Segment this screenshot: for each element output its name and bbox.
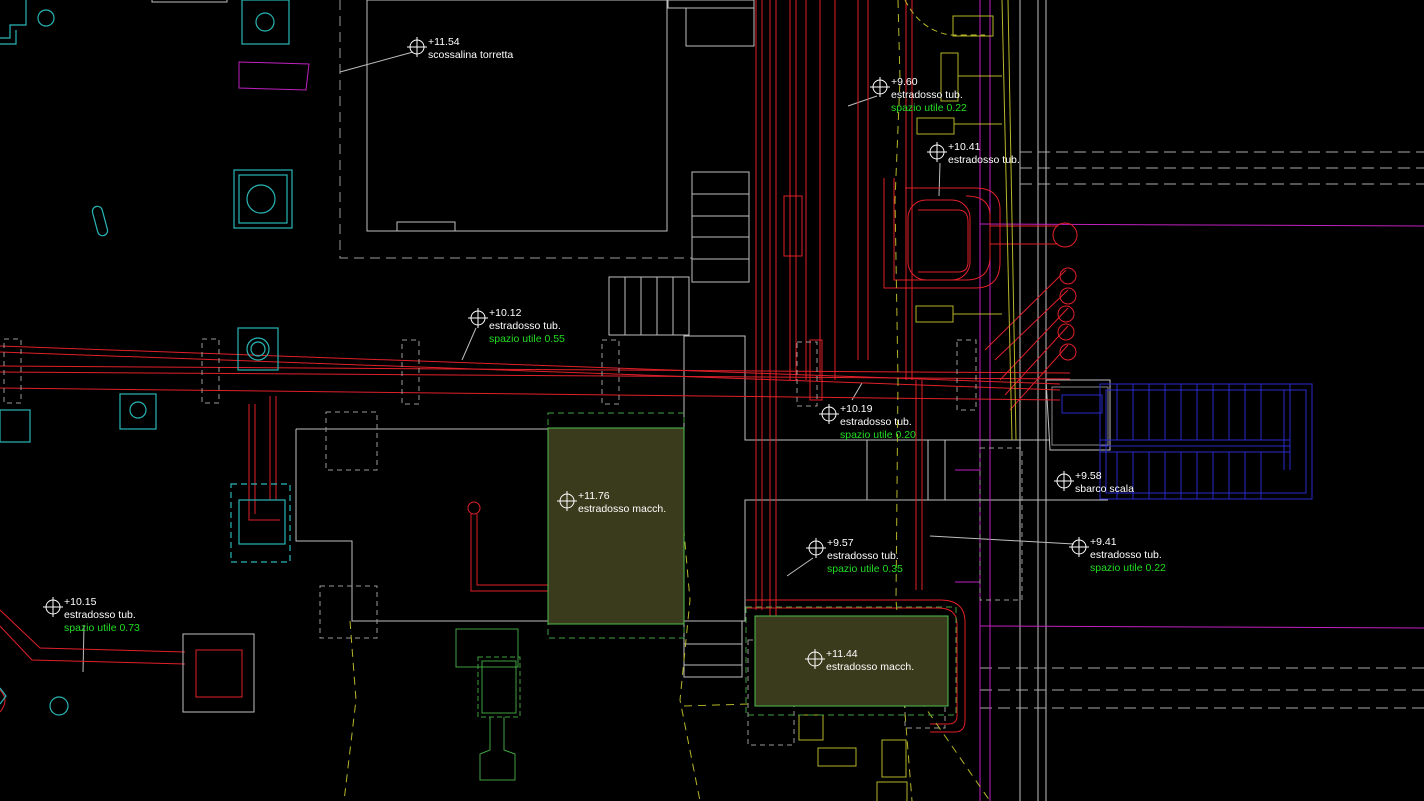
elevation-label-8: +9.57 estradosso tub. spazio utile 0.35 <box>806 537 903 575</box>
crosshair-icon <box>927 142 947 162</box>
elevation-description: estradosso tub. <box>891 89 963 101</box>
green-outlines <box>455 412 957 781</box>
equipment-blocks <box>547 427 949 707</box>
crosshair-icon <box>557 491 577 511</box>
crosshair-icon <box>468 308 488 328</box>
elevation-description: estradosso tub. <box>489 320 561 332</box>
red-pipes <box>0 0 1078 733</box>
elevation-value: +10.41 <box>948 141 981 153</box>
clearance-value: spazio utile 0.22 <box>891 102 967 114</box>
elevation-description: estradosso tub. <box>948 154 1020 166</box>
elevation-value: +9.58 <box>1075 470 1102 482</box>
elevation-value: +10.12 <box>489 307 522 319</box>
equipment-block-left <box>547 427 685 625</box>
elevation-label-3: +10.41 estradosso tub. <box>927 141 1020 166</box>
crosshair-icon <box>819 404 839 424</box>
cyan-elements <box>0 0 293 716</box>
elevation-label-9: +9.41 estradosso tub. spazio utile 0.22 <box>1069 536 1166 574</box>
magenta-lines <box>238 0 1424 801</box>
clearance-value: spazio utile 0.35 <box>827 563 903 575</box>
elevation-label-5: +10.19 estradosso tub. spazio utile 0.20 <box>819 403 916 441</box>
elevation-description: estradosso macch. <box>578 503 666 515</box>
crosshair-icon <box>407 37 427 57</box>
elevation-value: +10.15 <box>64 596 97 608</box>
elevation-description: estradosso tub. <box>827 550 899 562</box>
equipment-block-right <box>754 615 949 707</box>
crosshair-icon <box>805 649 825 669</box>
clearance-value: spazio utile 0.55 <box>489 333 565 345</box>
elevation-label-1: +11.54 scossalina torretta <box>407 36 513 61</box>
crosshair-icon <box>43 597 63 617</box>
elevation-description: estradosso tub. <box>1090 549 1162 561</box>
elevation-value: +11.76 <box>578 490 610 502</box>
crosshair-icon <box>870 77 890 97</box>
crosshair-icon <box>1054 471 1074 491</box>
elevation-label-6: +11.76 estradosso macch. <box>557 490 666 515</box>
clearance-value: spazio utile 0.73 <box>64 622 140 634</box>
right-dashed-lines <box>980 151 1424 709</box>
elevation-label-7: +9.58 sbarco scala <box>1054 470 1134 495</box>
elevation-label-11: +11.44 estradosso macch. <box>805 648 914 673</box>
elevation-description: estradosso macch. <box>826 661 914 673</box>
clearance-value: spazio utile 0.20 <box>840 429 916 441</box>
elevation-value: +11.54 <box>428 36 460 48</box>
elevation-label-2: +9.60 estradosso tub. spazio utile 0.22 <box>870 76 967 114</box>
elevation-value: +10.19 <box>840 403 873 415</box>
elevation-label-10: +10.15 estradosso tub. spazio utile 0.73 <box>43 596 140 634</box>
elevation-description: sbarco scala <box>1075 483 1134 495</box>
elevation-value: +9.60 <box>891 76 918 88</box>
elevation-description: scossalina torretta <box>428 49 513 61</box>
elevation-value: +9.57 <box>827 537 854 549</box>
elevation-description: estradosso tub. <box>64 609 136 621</box>
elevation-value: +11.44 <box>826 648 858 660</box>
bottom-left-fixture <box>182 633 255 713</box>
crosshair-icon <box>806 538 826 558</box>
elevation-description: estradosso tub. <box>840 416 912 428</box>
blue-stairs <box>1061 383 1313 500</box>
elevation-value: +9.41 <box>1090 536 1117 548</box>
elevation-label-4: +10.12 estradosso tub. spazio utile 0.55 <box>468 307 565 345</box>
clearance-value: spazio utile 0.22 <box>1090 562 1166 574</box>
crosshair-icon <box>1069 537 1089 557</box>
